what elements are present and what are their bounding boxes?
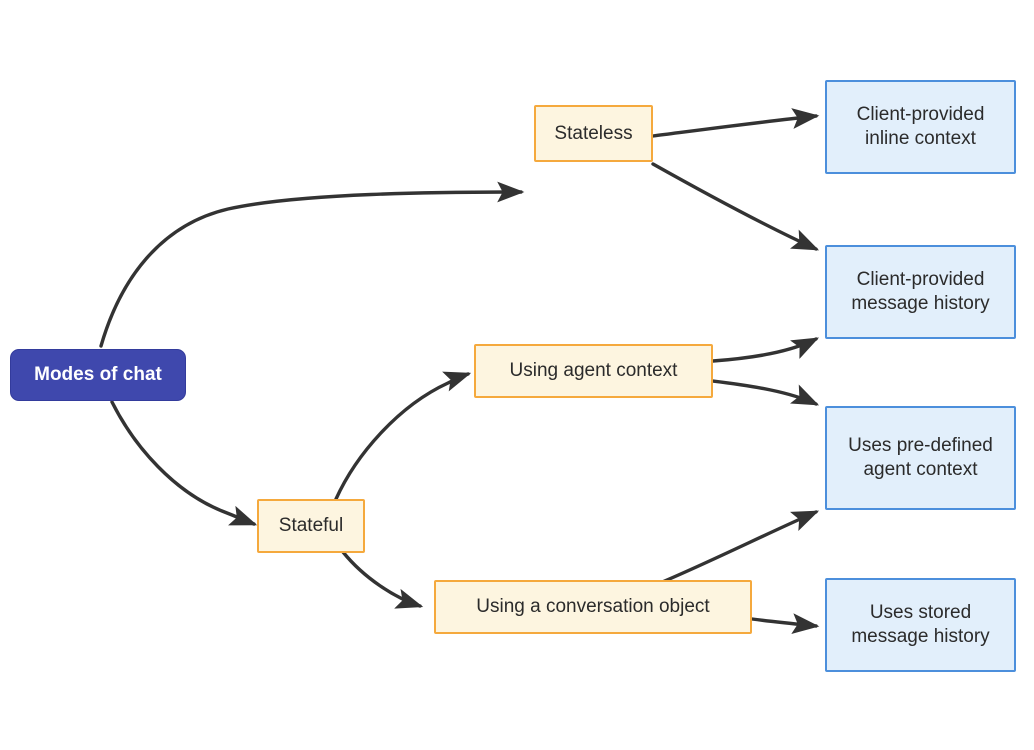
node-label: Stateless bbox=[554, 122, 633, 144]
node-uses-pre-defined-agent-context[interactable]: Uses pre-defined agent context bbox=[825, 406, 1016, 510]
edge-stateful-agentctx bbox=[334, 371, 472, 501]
node-uses-stored-message-history[interactable]: Uses stored message history bbox=[825, 578, 1016, 672]
node-modes-of-chat[interactable]: Modes of chat bbox=[10, 349, 186, 401]
node-label: Uses stored message history bbox=[851, 602, 990, 647]
node-label: Uses pre-defined agent context bbox=[848, 435, 993, 480]
edge-root-stateless bbox=[99, 181, 525, 348]
edge-convobj-predefined bbox=[658, 510, 820, 585]
node-client-provided-inline-context[interactable]: Client-provided inline context bbox=[825, 80, 1016, 174]
node-label: Client-provided message history bbox=[851, 269, 990, 314]
edge-convobj-storedhist bbox=[750, 613, 820, 635]
edge-agentctx-clienthist bbox=[711, 337, 820, 363]
edge-agentctx-predefined bbox=[711, 379, 820, 406]
node-label: Using a conversation object bbox=[476, 596, 710, 618]
node-stateless[interactable]: Stateless bbox=[534, 105, 653, 162]
node-stateful[interactable]: Stateful bbox=[257, 499, 365, 553]
node-client-provided-message-history[interactable]: Client-provided message history bbox=[825, 245, 1016, 339]
edge-stateless-inline bbox=[651, 108, 820, 138]
edge-stateless-clienthist bbox=[651, 162, 820, 251]
node-using-a-conversation-object[interactable]: Using a conversation object bbox=[434, 580, 752, 634]
node-label: Modes of chat bbox=[34, 364, 162, 386]
node-using-agent-context[interactable]: Using agent context bbox=[474, 344, 713, 398]
node-label: Stateful bbox=[278, 515, 344, 537]
edge-root-stateful bbox=[110, 400, 258, 526]
edge-stateful-convobj bbox=[341, 550, 424, 609]
node-label: Client-provided inline context bbox=[856, 104, 985, 149]
node-label: Using agent context bbox=[509, 360, 678, 382]
